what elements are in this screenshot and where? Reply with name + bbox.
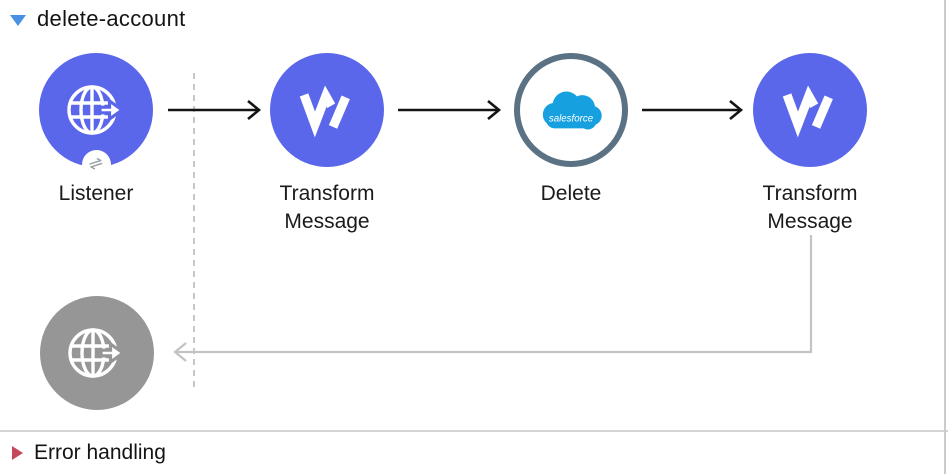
dataweave-icon — [299, 85, 350, 138]
node-transform-message-2[interactable] — [753, 53, 867, 167]
listener-response-badge: ⇌ — [82, 150, 111, 179]
node-label-listener[interactable]: Listener — [58, 182, 134, 205]
node-http-response[interactable] — [40, 296, 154, 410]
node-label-transform-2[interactable]: Transform Message — [762, 182, 858, 233]
error-handling-label: Error handling — [34, 441, 166, 464]
flow-header: delete-account — [10, 5, 186, 33]
collapse-triangle-icon[interactable] — [10, 14, 26, 26]
error-handling-section[interactable]: Error handling — [0, 430, 948, 474]
arrow-transform1-to-delete — [398, 99, 502, 121]
flow-title[interactable]: delete-account — [37, 6, 186, 31]
node-label-transform-1[interactable]: Transform Message — [279, 182, 375, 233]
dataweave-icon — [782, 85, 833, 138]
canvas-right-border — [944, 0, 946, 474]
globe-arrow-icon — [68, 328, 126, 378]
node-transform-message-1[interactable] — [270, 53, 384, 167]
return-wire-transform2-to-response — [173, 235, 813, 362]
expand-triangle-icon[interactable] — [12, 446, 23, 460]
node-salesforce-delete[interactable]: salesforce — [514, 53, 628, 167]
salesforce-wordmark: salesforce — [549, 113, 594, 124]
globe-arrow-icon — [67, 85, 125, 135]
salesforce-logo: salesforce — [542, 91, 602, 129]
exchange-arrows-icon: ⇌ — [86, 152, 107, 176]
arrow-delete-to-transform2 — [642, 99, 744, 121]
node-http-listener[interactable]: ⇌ — [39, 53, 153, 179]
node-label-delete[interactable]: Delete — [540, 182, 602, 205]
arrow-listener-to-transform1 — [168, 99, 262, 121]
